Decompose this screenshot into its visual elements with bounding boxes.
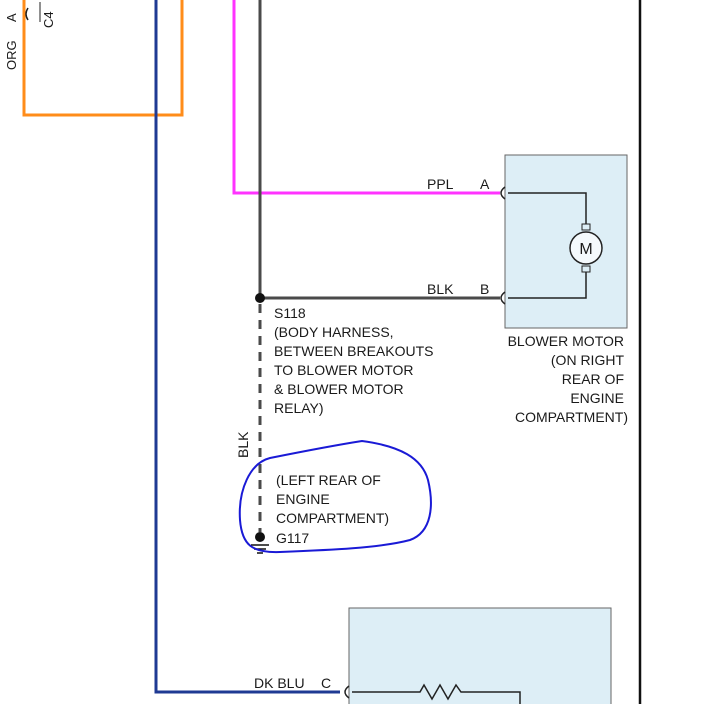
splice-description-line: TO BLOWER MOTOR bbox=[274, 362, 414, 378]
pin-b-label: B bbox=[480, 281, 489, 297]
ground-id: G117 bbox=[276, 530, 309, 546]
caption-line: COMPARTMENT) bbox=[515, 409, 628, 425]
blower-pin-a-connector bbox=[500, 186, 506, 200]
ground-wire-label: BLK bbox=[235, 431, 251, 458]
caption-line: BLOWER MOTOR bbox=[508, 333, 624, 349]
motor-symbol: M bbox=[579, 241, 592, 258]
motor-icon bbox=[569, 231, 603, 265]
blower-motor-caption: BLOWER MOTOR (ON RIGHT REAR OF ENGINE CO… bbox=[508, 333, 628, 425]
blk-wire-label: BLK bbox=[427, 281, 454, 297]
org-connector-symbol bbox=[25, 7, 29, 21]
dk-blu-wire bbox=[154, 0, 340, 694]
blower-motor-box bbox=[504, 154, 628, 329]
blower-pin-b-connector bbox=[500, 291, 506, 305]
bottom-component-box bbox=[348, 607, 612, 704]
dk-blu-wire-label: DK BLU bbox=[254, 675, 305, 691]
pin-c-label: C bbox=[321, 675, 331, 691]
org-pin-label: A bbox=[4, 13, 19, 22]
c4-connector-label: C4 bbox=[41, 11, 56, 28]
org-wire bbox=[22, 0, 184, 117]
splice-description: (BODY HARNESS, BETWEEN BREAKOUTS TO BLOW… bbox=[274, 324, 433, 416]
caption-line: REAR OF bbox=[562, 371, 624, 387]
splice-description-line: BETWEEN BREAKOUTS bbox=[274, 343, 433, 359]
ground-location-line: (LEFT REAR OF bbox=[276, 472, 381, 488]
caption-line: ENGINE bbox=[570, 390, 624, 406]
motor-internal-wire-b bbox=[508, 268, 587, 299]
bottom-pin-c-connector bbox=[344, 685, 350, 699]
splice-id: S118 bbox=[274, 305, 306, 321]
ground-location-line: COMPARTMENT) bbox=[276, 510, 389, 526]
splice-description-line: & BLOWER MOTOR bbox=[274, 381, 404, 397]
ground-g117-dot bbox=[255, 532, 265, 542]
ground-location-line: ENGINE bbox=[276, 491, 330, 507]
splice-description-line: (BODY HARNESS, bbox=[274, 324, 394, 340]
ppl-wire-label: PPL bbox=[427, 176, 454, 192]
caption-line: (ON RIGHT bbox=[551, 352, 625, 368]
annotation-circle bbox=[238, 439, 432, 554]
motor-brush-top bbox=[581, 223, 591, 231]
splice-description-line: RELAY) bbox=[274, 400, 324, 416]
motor-internal-wire-a bbox=[508, 192, 587, 227]
motor-brush-bottom bbox=[581, 265, 591, 273]
pin-a-label: A bbox=[480, 176, 490, 192]
ground-location: (LEFT REAR OF ENGINE COMPARTMENT) bbox=[276, 472, 389, 526]
ppl-wire bbox=[232, 0, 500, 195]
org-wire-label: ORG bbox=[4, 40, 19, 70]
resistor-icon bbox=[352, 683, 521, 704]
splice-s118-dot bbox=[255, 293, 265, 303]
